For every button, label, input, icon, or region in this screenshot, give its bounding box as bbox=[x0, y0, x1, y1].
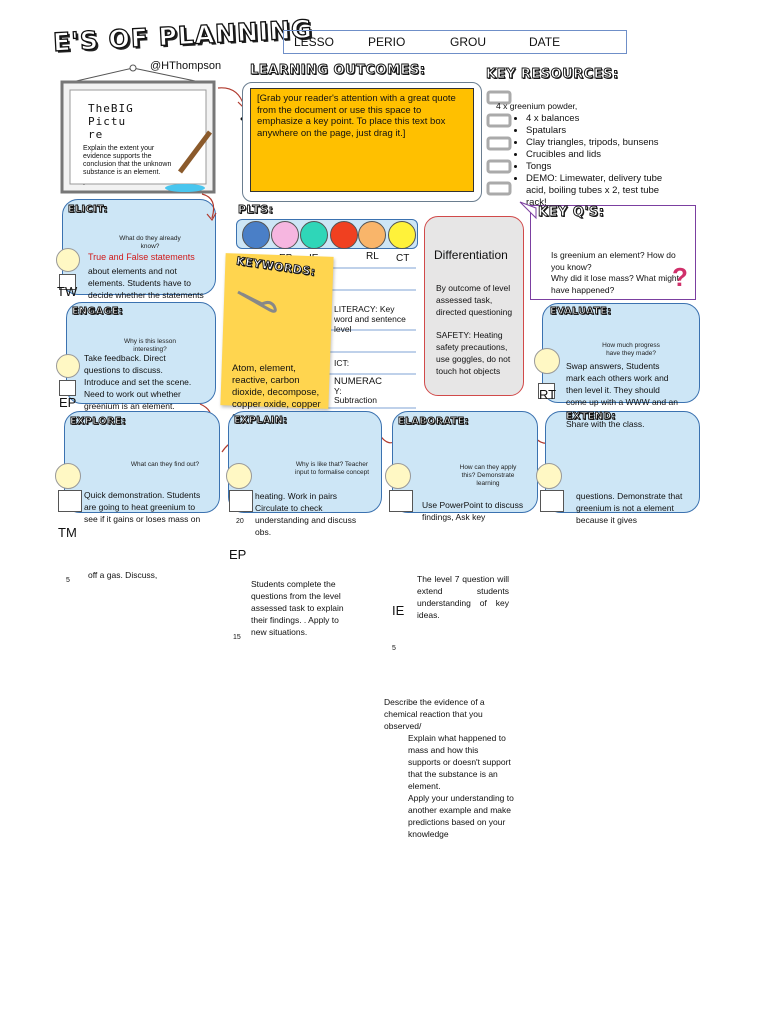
extend-circle[interactable] bbox=[536, 463, 562, 489]
elaborate-continued: The level 7 question will extend student… bbox=[417, 574, 509, 620]
engage-tag: EP bbox=[59, 395, 77, 410]
safety-text: SAFETY: Heating safety precautions, use … bbox=[436, 330, 511, 376]
explain-prompt: Why is like that? Teacher input to forma… bbox=[294, 461, 370, 476]
elaborate-circle[interactable] bbox=[385, 463, 411, 489]
checklist-icon bbox=[486, 90, 512, 196]
elicit-heading: ELICIT: bbox=[68, 204, 108, 216]
explore-checkbox[interactable] bbox=[58, 490, 82, 512]
explain-heading: EXPLAIN: bbox=[234, 415, 288, 427]
elaborate-panel bbox=[392, 411, 538, 513]
explain-panel bbox=[228, 411, 382, 513]
elaborate-text: Use PowerPoint to discuss findings, Ask … bbox=[422, 500, 524, 522]
numeracy-text-a: NUMERAC bbox=[334, 376, 383, 387]
evaluate-heading: EVALUATE: bbox=[550, 306, 612, 318]
extend-heading: EXTEND: bbox=[566, 411, 616, 423]
engage-panel bbox=[66, 302, 216, 404]
elicit-circle[interactable] bbox=[56, 248, 80, 272]
engage-heading: ENGAGE: bbox=[72, 306, 124, 318]
elaborate-time: 5 bbox=[392, 645, 396, 652]
literacy-text: LITERACY: Key word and sentence level bbox=[334, 304, 406, 334]
lesson-field[interactable]: LESSO bbox=[294, 35, 335, 49]
ict-text: ICT: bbox=[334, 358, 350, 368]
explore-tag: TM bbox=[58, 525, 77, 540]
differentiation-box bbox=[424, 216, 524, 396]
resources-list: 4 x balances Spatulars Clay triangles, t… bbox=[510, 113, 676, 209]
plts-heading: PLTS: bbox=[238, 203, 274, 217]
plts-circle-ie[interactable] bbox=[300, 221, 328, 249]
extend-checkbox[interactable] bbox=[540, 490, 564, 512]
picture-frame-graphic bbox=[60, 64, 216, 194]
plts-circle-tw[interactable] bbox=[242, 221, 270, 249]
evaluate-prompt: How much progress have they made? bbox=[602, 342, 660, 357]
resources-intro: 4 x greenium powder, bbox=[496, 101, 578, 111]
explore-panel bbox=[64, 411, 220, 513]
big-picture-text: Explain the extent your evidence support… bbox=[83, 145, 172, 176]
big-picture-title: TheBIG Pictu re bbox=[88, 102, 134, 141]
page-title: E'S OF PLANNING bbox=[52, 14, 314, 58]
period-field[interactable]: PERIO bbox=[368, 35, 406, 49]
literacy-lines bbox=[326, 267, 416, 409]
plts-circle-ct[interactable] bbox=[358, 221, 386, 249]
elicit-tag: TW bbox=[57, 284, 78, 299]
header-fields: LESSO PERIO GROU DATE bbox=[283, 30, 627, 54]
engage-checkbox[interactable] bbox=[59, 380, 76, 396]
date-field[interactable]: DATE bbox=[529, 35, 561, 49]
explain-circle[interactable] bbox=[226, 463, 252, 489]
bottom-text: Describe the evidence of a chemical reac… bbox=[384, 697, 514, 839]
plts-label-ct: CT bbox=[396, 253, 410, 264]
numeracy-text-c: Subtraction bbox=[334, 395, 377, 405]
elicit-checkbox[interactable] bbox=[59, 274, 76, 290]
elaborate-checkbox[interactable] bbox=[389, 490, 413, 512]
elaborate-prompt: How can they apply this? Demonstrate lea… bbox=[459, 464, 517, 487]
elicit-line1: True and False statements bbox=[88, 252, 195, 262]
explain-tag: EP bbox=[229, 547, 247, 562]
explain-checkbox[interactable] bbox=[229, 490, 253, 512]
extend-text-2: questions. Demonstrate that greenium is … bbox=[576, 491, 683, 525]
question-mark-icon: ? bbox=[672, 262, 688, 292]
engage-prompt: Why is this lesson interesting? bbox=[123, 338, 177, 353]
engage-circle[interactable] bbox=[56, 354, 80, 378]
differentiation-heading: Differentiation bbox=[434, 248, 508, 262]
explain-text: heating. Work in pairs Circulate to chec… bbox=[255, 491, 357, 537]
group-field[interactable]: GROU bbox=[450, 35, 486, 49]
elaborate-tag: IE bbox=[392, 603, 405, 618]
explore-circle[interactable] bbox=[55, 463, 81, 489]
explore-text: Quick demonstration. Students are going … bbox=[84, 490, 201, 524]
explore-continued: off a gas. Discuss, bbox=[88, 570, 158, 580]
author-handle: @HThompson bbox=[150, 60, 222, 72]
plts-circle-rl[interactable] bbox=[330, 221, 358, 249]
numeracy-text-b: Y: bbox=[334, 386, 342, 396]
elaborate-heading: ELABORATE: bbox=[398, 416, 469, 428]
plts-circle-extra[interactable] bbox=[388, 221, 416, 249]
engage-text: Take feedback. Direct questions to discu… bbox=[84, 353, 192, 411]
evaluate-checkbox[interactable] bbox=[538, 383, 555, 399]
explain-continued: Students complete the questions from the… bbox=[251, 579, 344, 637]
explain-time: 20 bbox=[236, 518, 244, 525]
evaluate-tag: RT bbox=[539, 387, 557, 402]
key-questions-box bbox=[530, 205, 696, 300]
key-questions-heading: KEY Q'S: bbox=[538, 205, 605, 221]
explore-time: 5 bbox=[66, 577, 70, 584]
explore-prompt: What can they find out? bbox=[130, 461, 200, 468]
learning-outcomes-heading: LEARNING OUTCOMES: bbox=[250, 63, 426, 79]
key-questions-text: Is greenium an element? How do you know?… bbox=[551, 250, 680, 295]
paperclip-icon bbox=[237, 290, 277, 313]
explain-time-2: 15 bbox=[233, 634, 241, 641]
plts-label-rl: RL bbox=[366, 251, 379, 262]
arrow-icon bbox=[201, 193, 217, 222]
explore-heading: EXPLORE: bbox=[70, 416, 127, 428]
evaluate-circle[interactable] bbox=[534, 348, 560, 374]
key-resources-heading: KEY RESOURCES: bbox=[486, 67, 619, 83]
learning-outcomes-box[interactable]: [Grab your reader's attention with a gre… bbox=[250, 88, 474, 192]
differentiation-text: By outcome of level assessed task, direc… bbox=[436, 283, 513, 317]
learning-outcomes-quote: [Grab your reader's attention with a gre… bbox=[257, 93, 456, 139]
extend-panel bbox=[545, 411, 700, 513]
speech-tail-icon bbox=[519, 201, 537, 220]
evaluate-panel bbox=[542, 303, 700, 403]
elicit-panel bbox=[62, 199, 216, 295]
plts-circle-ep[interactable] bbox=[271, 221, 299, 249]
extend-text: Share with the class. bbox=[566, 419, 645, 429]
elicit-prompt: What do they already know? bbox=[119, 235, 181, 250]
